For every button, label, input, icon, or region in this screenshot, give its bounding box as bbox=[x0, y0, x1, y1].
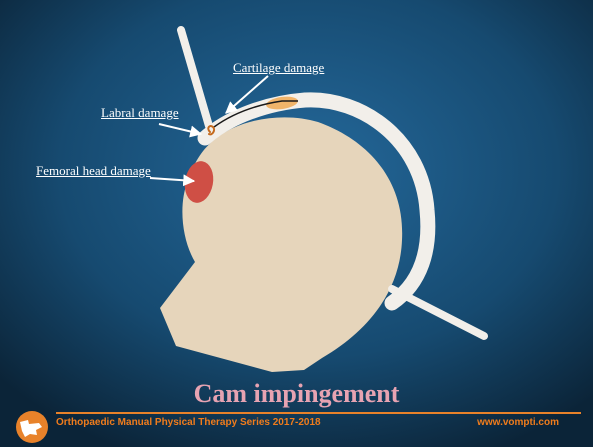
labral-damage-label: Labral damage bbox=[101, 105, 179, 121]
femoral-head-damage-label: Femoral head damage bbox=[36, 163, 151, 179]
footer-website[interactable]: www.vompti.com bbox=[477, 417, 559, 428]
footer: Orthopaedic Manual Physical Therapy Seri… bbox=[0, 410, 593, 447]
cartilage-damage-label: Cartilage damage bbox=[233, 60, 324, 76]
footer-divider bbox=[56, 412, 581, 414]
footer-series: Orthopaedic Manual Physical Therapy Seri… bbox=[56, 417, 321, 428]
slide-title: Cam impingement bbox=[0, 379, 593, 409]
logo-icon bbox=[12, 410, 52, 444]
